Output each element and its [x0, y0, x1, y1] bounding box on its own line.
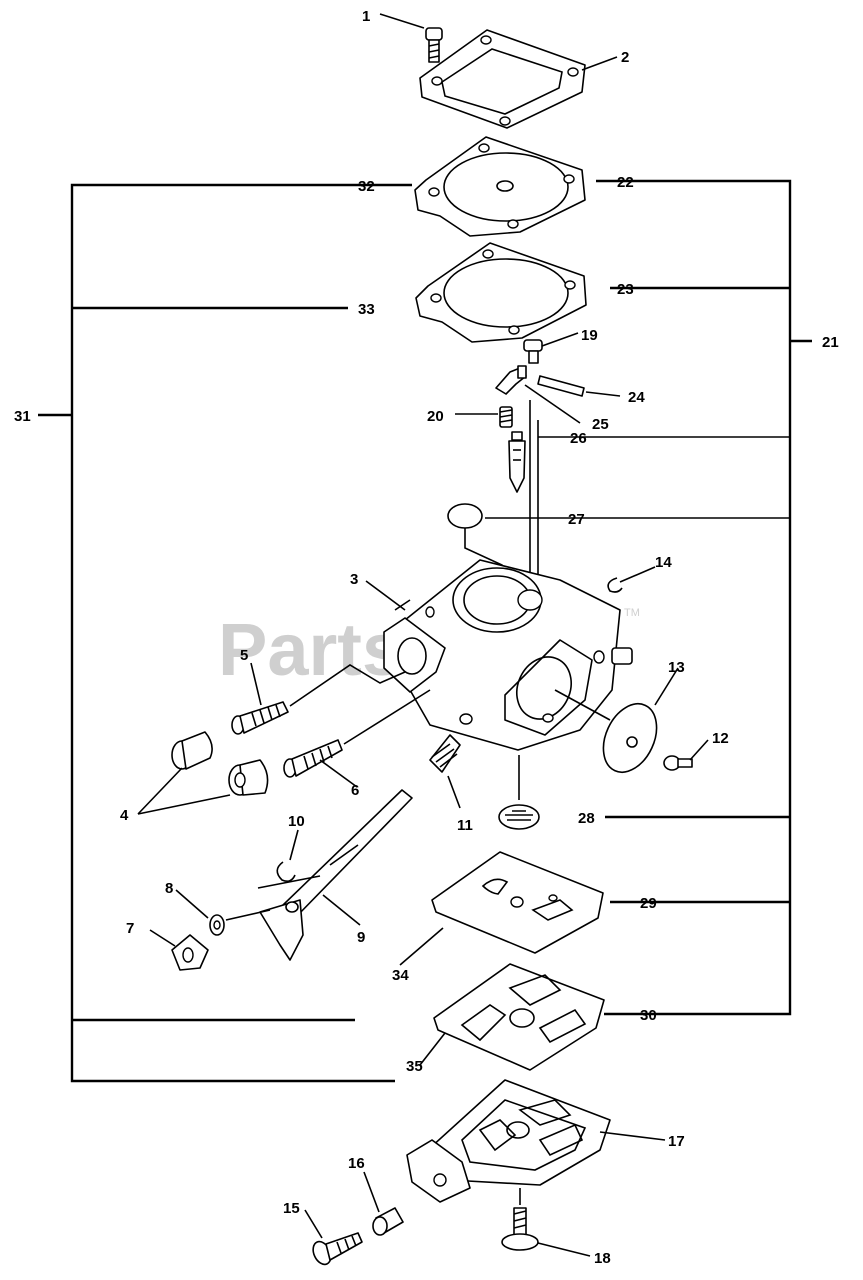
callout-3: 3 [350, 571, 358, 588]
callout-22: 22 [617, 174, 634, 191]
part-23-gasket [415, 242, 587, 343]
part-10-clip [257, 861, 321, 889]
part-14-clip [607, 577, 623, 593]
bracket-right-21 [485, 179, 812, 1016]
callouts: 1 2 3 4 5 6 7 8 9 10 11 12 13 14 15 16 1… [14, 8, 839, 1267]
callout-27: 27 [568, 511, 585, 528]
part-28-filter [498, 755, 540, 830]
callout-6: 6 [351, 782, 359, 799]
callout-9: 9 [357, 929, 365, 946]
part-6-adjust-screw [283, 689, 431, 778]
part-17-pump-cover [406, 1079, 611, 1203]
part-1-screw [425, 27, 443, 63]
callout-2: 2 [621, 49, 629, 66]
part-13-disc [554, 689, 658, 773]
leader-lines [137, 13, 709, 1257]
callout-34: 34 [392, 967, 409, 984]
callout-11: 11 [457, 817, 473, 834]
part-29-gasket [399, 851, 604, 966]
callout-16: 16 [348, 1155, 365, 1172]
callout-15: 15 [283, 1200, 300, 1217]
callout-10: 10 [288, 813, 305, 830]
part-30-gasket [419, 963, 605, 1071]
part-5-adjust-screw [231, 664, 406, 735]
bracket-left-31 [38, 183, 412, 1083]
part-20-spring [499, 406, 513, 428]
callout-28: 28 [578, 810, 595, 827]
callout-25: 25 [592, 416, 609, 433]
callout-32: 32 [358, 178, 375, 195]
callout-13: 13 [668, 659, 685, 676]
callout-8: 8 [165, 880, 173, 897]
callout-33: 33 [358, 301, 375, 318]
part-11-spring [429, 734, 461, 773]
part-3-carburetor-body [383, 559, 633, 751]
callout-4: 4 [120, 807, 129, 824]
trademark-mark: TM [624, 607, 640, 619]
part-12-screw [663, 755, 693, 771]
callout-30: 30 [640, 1007, 657, 1024]
part-19-screw [523, 339, 543, 364]
part-24-pin [537, 375, 585, 397]
callout-5: 5 [240, 647, 248, 664]
callout-26: 26 [570, 430, 587, 447]
part-22-diaphragm [414, 136, 586, 237]
callout-18: 18 [594, 1250, 611, 1267]
part-2-cover [419, 29, 586, 129]
part-26-needle [508, 431, 526, 493]
callout-12: 12 [712, 730, 729, 747]
part-8-washer [209, 909, 271, 936]
callout-14: 14 [655, 554, 672, 571]
part-7-nut [171, 934, 209, 971]
callout-1: 1 [362, 8, 370, 25]
callout-19: 19 [581, 327, 598, 344]
callout-35: 35 [406, 1058, 423, 1075]
callout-7: 7 [126, 920, 134, 937]
callout-29: 29 [640, 895, 657, 912]
part-25-lever [495, 365, 527, 395]
part-15-screw [312, 1232, 363, 1266]
part-4-limiter-caps [171, 731, 269, 796]
callout-31: 31 [14, 408, 31, 425]
part-16-filter [372, 1207, 404, 1236]
callout-21: 21 [822, 334, 839, 351]
callout-23: 23 [617, 281, 634, 298]
callout-24: 24 [628, 389, 645, 406]
callout-17: 17 [668, 1133, 685, 1150]
part-9-throttle-shaft [259, 789, 413, 961]
callout-20: 20 [427, 408, 444, 425]
part-18-screw [501, 1188, 539, 1251]
